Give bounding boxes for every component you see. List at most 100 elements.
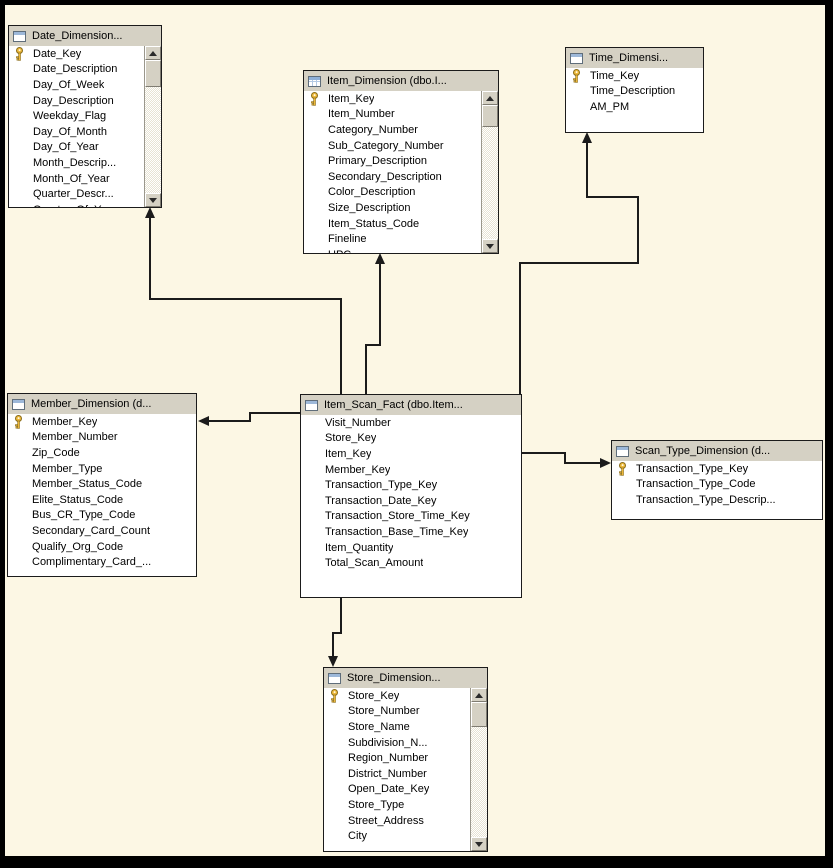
column-name: Complimentary_Card_...: [32, 556, 152, 569]
vertical-scrollbar[interactable]: [470, 688, 487, 851]
column-row[interactable]: District_Number: [324, 766, 487, 782]
column-row[interactable]: Day_Of_Month: [9, 124, 161, 140]
table-header[interactable]: Time_Dimensi...: [566, 48, 703, 69]
column-row[interactable]: Day_Of_Week: [9, 77, 161, 93]
table-icon: [328, 672, 341, 684]
column-row[interactable]: Member_Key: [301, 462, 521, 478]
table-title: Time_Dimensi...: [589, 52, 669, 64]
column-row[interactable]: Member_Key: [8, 414, 196, 430]
column-row[interactable]: Store_Key: [301, 431, 521, 447]
column-row[interactable]: City: [324, 828, 487, 844]
column-row[interactable]: Month_Descrip...: [9, 155, 161, 171]
table-header[interactable]: Store_Dimension...: [324, 668, 487, 689]
column-row[interactable]: Open_Date_Key: [324, 782, 487, 798]
vertical-scrollbar[interactable]: [481, 91, 498, 253]
table-scan-type-dimension[interactable]: Scan_Type_Dimension (d... Transaction_Ty…: [611, 440, 823, 520]
column-name: Transaction_Type_Code: [636, 478, 756, 491]
column-row[interactable]: Visit_Number: [301, 415, 521, 431]
column-row[interactable]: Quarter_Descr...: [9, 186, 161, 202]
vertical-scrollbar[interactable]: [144, 46, 161, 207]
column-row[interactable]: Item_Quantity: [301, 540, 521, 556]
column-row[interactable]: Quarter_Of_Year: [9, 202, 161, 207]
column-name: Member_Number: [32, 431, 118, 444]
scroll-thumb[interactable]: [482, 105, 498, 127]
table-header[interactable]: Member_Dimension (d...: [8, 394, 196, 415]
scroll-up-button[interactable]: [471, 688, 487, 702]
table-header[interactable]: Item_Scan_Fact (dbo.Item...: [301, 395, 521, 416]
column-row[interactable]: Store_Key: [324, 688, 487, 704]
column-row[interactable]: Store_Name: [324, 719, 487, 735]
column-row[interactable]: Store_Number: [324, 704, 487, 720]
column-row[interactable]: Street_Address: [324, 813, 487, 829]
column-row[interactable]: Sub_Category_Number: [304, 138, 498, 154]
scroll-up-button[interactable]: [482, 91, 498, 105]
column-row[interactable]: Bus_CR_Type_Code: [8, 508, 196, 524]
column-row[interactable]: Secondary_Description: [304, 169, 498, 185]
scroll-down-button[interactable]: [145, 193, 161, 207]
column-row[interactable]: Member_Number: [8, 430, 196, 446]
column-row[interactable]: Store_Type: [324, 797, 487, 813]
scroll-down-button[interactable]: [471, 837, 487, 851]
column-row[interactable]: Weekday_Flag: [9, 108, 161, 124]
table-title: Member_Dimension (d...: [31, 398, 152, 410]
column-row[interactable]: AM_PM: [566, 99, 703, 115]
column-row[interactable]: Qualify_Org_Code: [8, 539, 196, 555]
column-row[interactable]: Member_Type: [8, 461, 196, 477]
column-row[interactable]: Transaction_Type_Descrip...: [612, 492, 822, 508]
column-row[interactable]: Time_Description: [566, 84, 703, 100]
column-row[interactable]: Color_Description: [304, 185, 498, 201]
column-row[interactable]: Transaction_Type_Key: [612, 461, 822, 477]
column-name: Open_Date_Key: [348, 783, 430, 796]
column-row[interactable]: Transaction_Type_Key: [301, 477, 521, 493]
column-row[interactable]: Date_Key: [9, 46, 161, 62]
column-row[interactable]: Category_Number: [304, 122, 498, 138]
column-row[interactable]: Date_Description: [9, 62, 161, 78]
scroll-up-button[interactable]: [145, 46, 161, 60]
column-row[interactable]: Day_Of_Year: [9, 140, 161, 156]
primary-key-icon: [324, 688, 348, 703]
table-header[interactable]: Item_Dimension (dbo.I...: [304, 71, 498, 92]
column-row[interactable]: Secondary_Card_Count: [8, 523, 196, 539]
column-row[interactable]: Item_Key: [301, 446, 521, 462]
column-row[interactable]: Complimentary_Card_...: [8, 554, 196, 570]
column-row[interactable]: Size_Description: [304, 200, 498, 216]
table-header[interactable]: Date_Dimension...: [9, 26, 161, 47]
column-row[interactable]: Subdivision_N...: [324, 735, 487, 751]
column-row[interactable]: Month_Of_Year: [9, 171, 161, 187]
column-row[interactable]: Item_Key: [304, 91, 498, 107]
column-row[interactable]: UPC: [304, 247, 498, 253]
table-header[interactable]: Scan_Type_Dimension (d...: [612, 441, 822, 462]
column-row[interactable]: Region_Number: [324, 750, 487, 766]
scroll-thumb[interactable]: [471, 702, 487, 727]
column-row[interactable]: Time_Key: [566, 68, 703, 84]
table-item-scan-fact[interactable]: Item_Scan_Fact (dbo.Item... Visit_Number…: [300, 394, 522, 598]
scroll-down-button[interactable]: [482, 239, 498, 253]
column-name: Day_Of_Month: [33, 125, 107, 138]
column-row[interactable]: Elite_Status_Code: [8, 492, 196, 508]
primary-key-icon: [8, 414, 32, 429]
column-row[interactable]: Fineline: [304, 231, 498, 247]
column-row[interactable]: Transaction_Date_Key: [301, 493, 521, 509]
column-row[interactable]: Transaction_Type_Code: [612, 477, 822, 493]
column-row[interactable]: Member_Status_Code: [8, 476, 196, 492]
column-row[interactable]: Zip_Code: [8, 445, 196, 461]
column-name: Member_Type: [32, 462, 103, 475]
column-row[interactable]: Transaction_Store_Time_Key: [301, 509, 521, 525]
column-row[interactable]: Primary_Description: [304, 153, 498, 169]
column-row[interactable]: Day_Description: [9, 93, 161, 109]
column-name: Store_Key: [325, 432, 377, 445]
column-name: Size_Description: [328, 201, 411, 214]
column-name: Store_Key: [348, 689, 400, 702]
column-row[interactable]: Transaction_Base_Time_Key: [301, 524, 521, 540]
column-name: Quarter_Descr...: [33, 188, 114, 201]
column-row[interactable]: Total_Scan_Amount: [301, 555, 521, 571]
column-row[interactable]: Item_Number: [304, 107, 498, 123]
column-row[interactable]: Item_Status_Code: [304, 216, 498, 232]
scroll-thumb[interactable]: [145, 60, 161, 87]
